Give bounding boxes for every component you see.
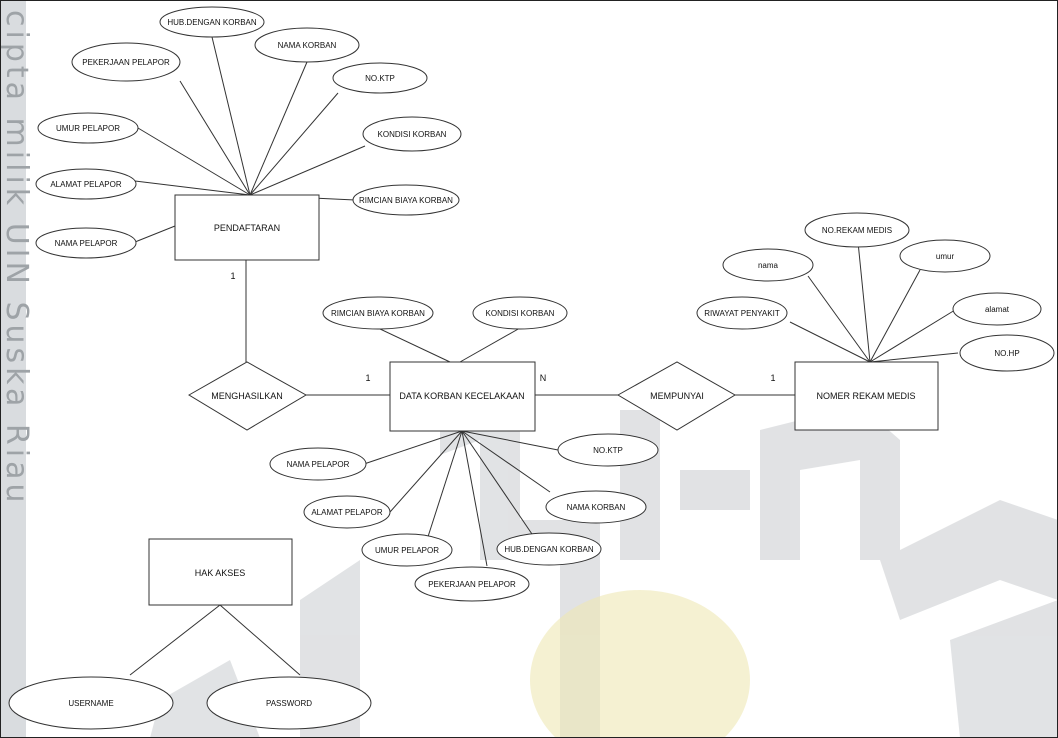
- attr-rekam-medis-riwayat-penyakit-shape: [696, 296, 788, 330]
- relationship-menghasilkan-shape: [188, 361, 308, 431]
- attr-pendaftaran-no-ktp: NO.KTP: [365, 74, 395, 83]
- attr-data-korban-umur-pelapor: UMUR PELAPOR: [375, 546, 439, 555]
- attr-rekam-medis-nama-shape: [722, 248, 814, 282]
- attr-data-korban-alamat-pelapor-shape: [303, 495, 391, 529]
- cardinality-pendaftaran: 1: [230, 271, 235, 281]
- entity-rekam-medis-box: [794, 361, 939, 431]
- attr-pendaftaran-alamat-pelapor-shape: [35, 168, 137, 200]
- attr-data-korban-nama-pelapor-shape: [269, 447, 367, 481]
- attr-rekam-medis-riwayat-penyakit: RIWAYAT PENYAKIT: [704, 309, 780, 318]
- attr-pendaftaran-umur-pelapor: UMUR PELAPOR: [56, 124, 120, 133]
- cardinality-data-korban-left: 1: [365, 373, 370, 383]
- relationship-menghasilkan: MENGHASILKAN: [211, 391, 283, 401]
- attr-data-korban-kondisi-korban: KONDISI KORBAN: [486, 309, 555, 318]
- attr-pendaftaran-kondisi-korban-shape: [362, 116, 462, 152]
- attr-data-korban-pekerjaan-pelapor: PEKERJAAN PELAPOR: [428, 580, 516, 589]
- relationship-mempunyai: MEMPUNYAI: [650, 391, 704, 401]
- attr-pendaftaran-nama-korban: NAMA KORBAN: [278, 41, 337, 50]
- entity-data-korban-box: [389, 361, 536, 432]
- attr-data-korban-pekerjaan-pelapor-shape: [414, 566, 530, 602]
- attr-rekam-medis-no-rekam-medis-shape: [804, 212, 910, 248]
- attr-data-korban-umur-pelapor-shape: [361, 533, 453, 567]
- attr-hak-akses-username: USERNAME: [68, 699, 113, 708]
- attr-data-korban-alamat-pelapor: ALAMAT PELAPOR: [311, 508, 383, 517]
- attr-pendaftaran-nama-pelapor-shape: [35, 227, 137, 259]
- entity-pendaftaran-box: [174, 194, 320, 261]
- attr-rekam-medis-nama: nama: [758, 261, 779, 270]
- attr-hak-akses-password-shape: [206, 676, 372, 730]
- cardinality-rekam-medis: 1: [770, 373, 775, 383]
- attr-pendaftaran-pekerjaan-pelapor: PEKERJAAN PELAPOR: [82, 58, 170, 67]
- watermark-emblem-gold: [530, 590, 750, 738]
- attr-rekam-medis-no-hp: NO.HP: [994, 349, 1019, 358]
- attr-pendaftaran-rimcian-biaya-korban: RIMCIAN BIAYA KORBAN: [359, 196, 453, 205]
- attr-data-korban-nama-korban-shape: [545, 490, 647, 524]
- cardinality-data-korban-right: N: [540, 373, 547, 383]
- attr-data-korban-kondisi-korban-shape: [472, 296, 568, 330]
- entity-hak-akses: HAK AKSES: [195, 568, 246, 578]
- attr-pendaftaran-alamat-pelapor: ALAMAT PELAPOR: [50, 180, 122, 189]
- attr-data-korban-nama-pelapor: NAMA PELAPOR: [287, 460, 350, 469]
- attr-pendaftaran-hub-dengan-korban: HUB.DENGAN KORBAN: [167, 18, 257, 27]
- attr-pendaftaran-nama-korban-shape: [254, 27, 360, 63]
- relationship-mempunyai-shape: [616, 361, 736, 431]
- attr-rekam-medis-alamat-shape: [952, 292, 1042, 326]
- attr-pendaftaran-hub-dengan-korban-shape: [159, 6, 265, 38]
- attr-pendaftaran-umur-pelapor-shape: [37, 112, 139, 144]
- attr-rekam-medis-no-hp-shape: [959, 334, 1055, 372]
- attr-data-korban-rimcian-biaya-korban: RIMCIAN BIAYA KORBAN: [331, 309, 425, 318]
- attr-rekam-medis-umur: umur: [936, 252, 955, 261]
- attr-hak-akses-username-shape: [8, 676, 174, 730]
- attr-hak-akses-password: PASSWORD: [266, 699, 312, 708]
- entity-pendaftaran: PENDAFTARAN: [214, 223, 280, 233]
- attr-data-korban-no-ktp: NO.KTP: [593, 446, 623, 455]
- entity-hak-akses-box: [148, 538, 293, 606]
- attr-pendaftaran-pekerjaan-pelapor-shape: [71, 42, 181, 82]
- attr-pendaftaran-kondisi-korban: KONDISI KORBAN: [378, 130, 447, 139]
- watermark-side-band: cipta milik UIN Suska Riau: [0, 0, 34, 738]
- attr-data-korban-hub-dengan-korban-shape: [496, 532, 602, 566]
- watermark-side-text: cipta milik UIN Suska Riau: [0, 10, 34, 507]
- attr-pendaftaran-no-ktp-shape: [332, 62, 428, 94]
- attr-data-korban-nama-korban: NAMA KORBAN: [567, 503, 626, 512]
- attr-rekam-medis-no-rekam-medis: NO.REKAM MEDIS: [822, 226, 892, 235]
- attr-rekam-medis-alamat: alamat: [985, 305, 1010, 314]
- attr-rekam-medis-umur-shape: [899, 239, 991, 273]
- attr-data-korban-rimcian-biaya-korban-shape: [322, 296, 434, 330]
- attr-pendaftaran-rimcian-biaya-korban-shape: [352, 184, 460, 216]
- attr-data-korban-no-ktp-shape: [557, 433, 659, 467]
- entity-data-korban: DATA KORBAN KECELAKAAN: [399, 391, 524, 401]
- attr-data-korban-hub-dengan-korban: HUB.DENGAN KORBAN: [504, 545, 594, 554]
- entity-rekam-medis: NOMER REKAM MEDIS: [816, 391, 915, 401]
- attr-pendaftaran-nama-pelapor: NAMA PELAPOR: [55, 239, 118, 248]
